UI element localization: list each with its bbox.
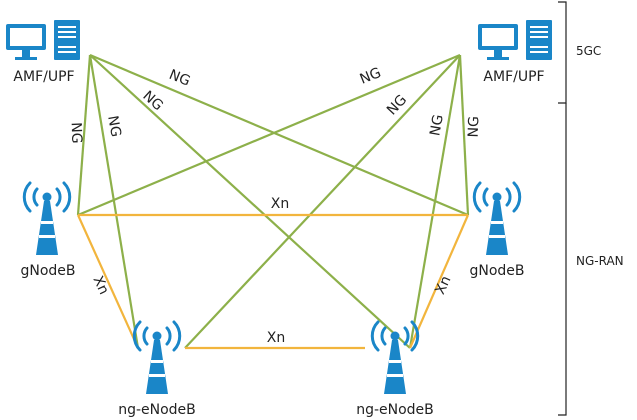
layer-label-ng-ran: NG-RAN bbox=[576, 254, 624, 268]
xn-link-gnb-right-ngenb-right bbox=[408, 214, 470, 349]
node-label-gnb-right: gNodeB bbox=[469, 263, 524, 279]
ng-label-amf-left-ngenb-left: NG bbox=[104, 114, 123, 138]
node-label-gnb-left: gNodeB bbox=[20, 263, 75, 279]
xn-link-gnb-left-ngenb-left bbox=[76, 214, 140, 349]
ng-link-amf-right-gnb-right bbox=[458, 54, 470, 216]
xn-label-gnb-right-ngenb-right: Xn bbox=[432, 274, 454, 298]
ng-label-amf-left-gnb-right: NG bbox=[167, 67, 193, 90]
ng-label-amf-right-ngenb-left: NG bbox=[384, 92, 410, 119]
ng-label-amf-left-ngenb-right: NG bbox=[139, 88, 166, 114]
ng-link-amf-right-ngenb-left bbox=[184, 54, 461, 349]
antenna-tower-icon bbox=[472, 181, 522, 255]
node-label-amf-right: AMF/UPF bbox=[483, 69, 544, 85]
xn-label-ngenb-left-ngenb-right: Xn bbox=[267, 330, 285, 346]
bracket-ng-ran bbox=[558, 103, 567, 416]
ng-link-amf-left-gnb-left bbox=[76, 54, 92, 216]
ng-label-amf-right-gnb-left: NG bbox=[358, 65, 384, 88]
antenna-tower-icon bbox=[132, 320, 182, 394]
node-label-amf-left: AMF/UPF bbox=[13, 69, 74, 85]
ng-label-amf-right-ngenb-right: NG bbox=[427, 113, 446, 137]
ng-link-amf-left-gnb-right bbox=[89, 53, 469, 217]
node-label-ngenb-right: ng-eNodeB bbox=[356, 402, 434, 418]
xn-label-gnb-left-gnb-right: Xn bbox=[271, 196, 289, 212]
antenna-tower-icon bbox=[370, 320, 420, 394]
xn-links bbox=[76, 213, 470, 350]
ng-links bbox=[76, 53, 470, 349]
server-computer-icon bbox=[478, 20, 552, 60]
xn-label-gnb-left-ngenb-left: Xn bbox=[89, 274, 111, 298]
ng-link-amf-right-ngenb-right bbox=[408, 54, 462, 349]
ng-link-amf-left-ngenb-left bbox=[88, 54, 140, 349]
server-computer-icon bbox=[6, 20, 80, 60]
ng-label-amf-left-gnb-left: NG bbox=[68, 122, 85, 144]
node-label-ngenb-left: ng-eNodeB bbox=[118, 402, 196, 418]
ng-link-amf-left-ngenb-right bbox=[89, 54, 411, 349]
antenna-tower-icon bbox=[22, 181, 72, 255]
xn-link-labels: Xn Xn Xn Xn bbox=[89, 196, 454, 346]
bracket-5gc bbox=[558, 1, 567, 104]
ng-link-amf-right-gnb-left bbox=[77, 53, 461, 217]
layer-bracket bbox=[558, 1, 567, 416]
layer-label-5gc: 5GC bbox=[576, 44, 601, 58]
ng-label-amf-right-gnb-right: NG bbox=[466, 116, 483, 138]
